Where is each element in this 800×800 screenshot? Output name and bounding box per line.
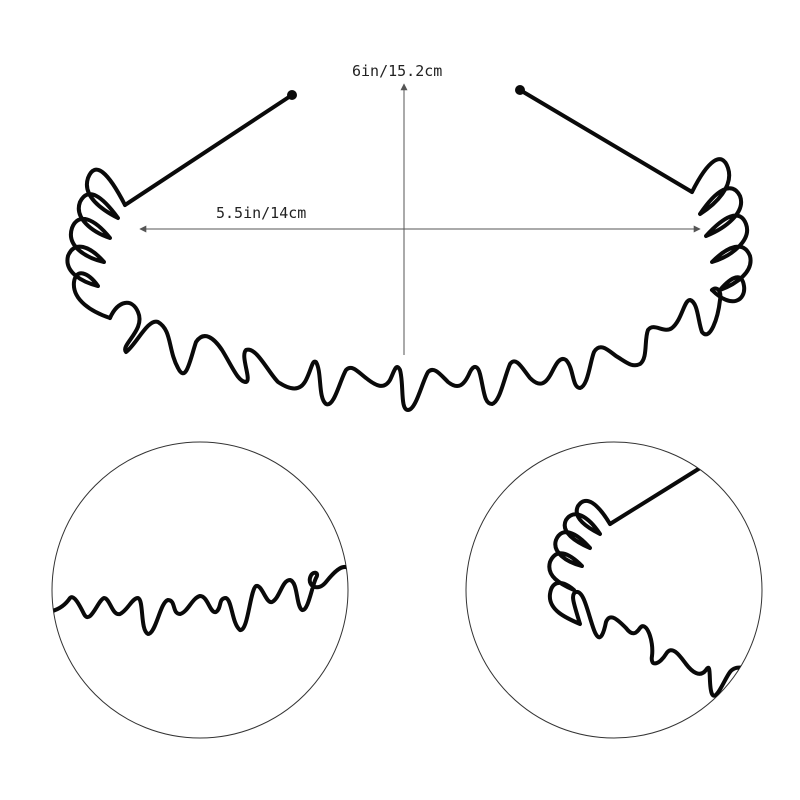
headband-left-arm <box>123 93 294 207</box>
detail-circle-right <box>465 441 763 739</box>
detail-right-zigzag <box>547 498 754 698</box>
detail-right-arm <box>608 466 702 526</box>
headband-right-zigzag <box>690 157 753 304</box>
headband-right-tip <box>515 85 525 95</box>
headband-right-arm <box>518 88 694 194</box>
detail-circle-right-border <box>465 441 763 739</box>
headband-left-tip <box>287 90 297 100</box>
headband-left-zigzag <box>65 167 127 320</box>
width-label: 5.5in/14cm <box>216 204 306 222</box>
detail-circle-left <box>51 441 349 739</box>
detail-left-wave <box>52 565 348 636</box>
height-label: 6in/15.2cm <box>352 62 442 80</box>
detail-circle-left-border <box>51 441 349 739</box>
headband-main <box>65 85 753 412</box>
headband-bottom-wave <box>108 286 723 412</box>
